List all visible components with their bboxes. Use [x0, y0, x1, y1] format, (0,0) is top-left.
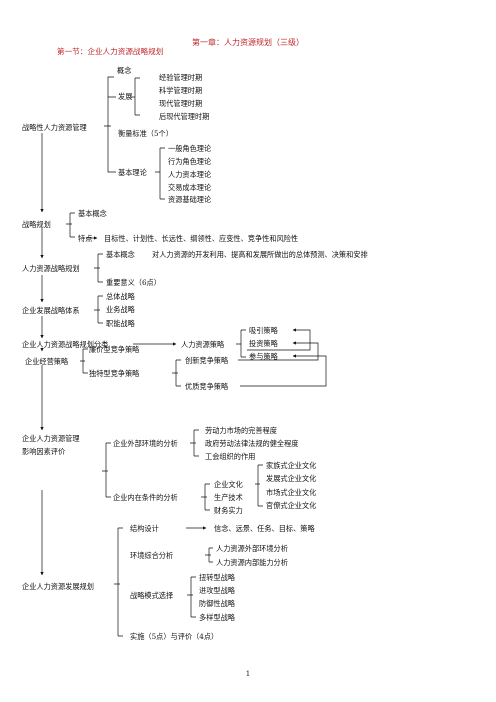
node-culture-family: 家族式企业文化 — [266, 461, 317, 470]
node-features-text: 目标性、计划性、长远性、纲领性、应变性、竞争性和风险性 — [104, 234, 299, 243]
node-s-defense: 防御性战略 — [199, 599, 235, 608]
node-stage-experience: 经验管理时期 — [159, 73, 203, 82]
node-overall-strategy: 总体战略 — [106, 292, 135, 301]
node-concept: 概念 — [117, 66, 132, 75]
node-s-diverse: 多样型战略 — [199, 613, 235, 622]
node-culture-market: 市场式企业文化 — [266, 488, 317, 497]
node-business-strategy: 业务战略 — [106, 305, 135, 314]
node-s-offense: 进攻型战略 — [199, 586, 235, 595]
node-innovation: 创新竞争策略 — [185, 356, 229, 365]
node-hr-internal-cap: 人力资源内部能力分析 — [216, 558, 288, 567]
node-ext-labor: 劳动力市场的完善程度 — [205, 426, 277, 435]
node-theory-behavior: 行为角色理论 — [168, 157, 212, 166]
node-hr-external-env: 人力资源外部环境分析 — [216, 544, 288, 553]
node-dev-strategy-system: 企业发展战略体系 — [22, 306, 80, 315]
node-corp-culture: 企业文化 — [214, 480, 243, 489]
node-env-analysis: 环境综合分析 — [130, 551, 174, 560]
page-number: 1 — [245, 670, 251, 678]
node-influence-eval-2: 影响因素评价 — [22, 447, 66, 456]
node-hr-strategic-planning: 人力资源战略规划 — [22, 264, 80, 273]
node-production-tech: 生产技术 — [214, 493, 243, 502]
section-title: 第一节：企业人力资源战略规划 — [57, 47, 164, 56]
node-quality: 优质竞争策略 — [185, 382, 229, 391]
node-structure-text: 信念、远景、任务、目标、策略 — [214, 524, 315, 533]
node-internal-analysis: 企业内在条件的分析 — [113, 493, 178, 502]
node-financial: 财务实力 — [214, 506, 243, 515]
node-influence-eval-1: 企业人力资源管理 — [22, 434, 80, 443]
node-hr-strategy: 人力资源策略 — [181, 340, 225, 349]
node-culture-bureau: 官僚式企业文化 — [266, 501, 317, 510]
node-strategy-choice: 战略模式选择 — [130, 591, 174, 600]
node-cost-leadership: 廉价型竞争策略 — [89, 345, 140, 354]
node-attract: 吸引策略 — [249, 326, 278, 335]
node-hr-concept-text: 对人力资源的开发利用、提高和发展所做出的总体预测、决策和安排 — [152, 250, 368, 259]
node-implement: 实施（5点）与评价（4点） — [130, 632, 219, 641]
node-features-label: 特点 — [78, 234, 93, 243]
node-ext-union: 工会组织的作用 — [205, 452, 256, 461]
node-structure-design: 结构设计 — [130, 524, 159, 533]
node-business-strategy-kind: 企业经营策略 — [25, 357, 69, 366]
node-theory-human-capital: 人力资本理论 — [168, 170, 212, 179]
node-s-expand: 扭转型战略 — [199, 573, 235, 582]
chapter-title: 第一章：人力资源规划（三级） — [192, 38, 304, 47]
node-basic-theory: 基本理论 — [118, 168, 147, 177]
node-participate: 参与策略 — [249, 352, 278, 361]
node-hr-dev-planning: 企业人力资源发展规划 — [22, 582, 94, 591]
node-measure: 衡量标准（5个） — [118, 129, 173, 138]
node-strategic-planning: 战略规划 — [22, 220, 51, 229]
node-hr-concept-label: 基本概念 — [106, 250, 135, 259]
node-culture-develop: 发展式企业文化 — [266, 474, 317, 483]
node-theory-resource: 资源基础理论 — [168, 195, 212, 204]
node-ext-policy: 政府劳动法律法规的健全程度 — [205, 439, 299, 448]
node-stage-modern: 现代管理时期 — [159, 99, 203, 108]
node-external-analysis: 企业外部环境的分析 — [113, 439, 178, 448]
node-development: 发展 — [118, 92, 133, 101]
node-basic-concept: 基本概念 — [78, 209, 107, 218]
node-hr-planning-class: 企业人力资源战略规划分类 — [22, 340, 109, 349]
node-invest: 投资策略 — [249, 339, 278, 348]
node-strategic-hrm: 战略性人力资源管理 — [22, 123, 87, 132]
node-stage-post-modern: 后现代管理时期 — [159, 112, 210, 121]
node-unique: 独特型竞争策略 — [89, 369, 140, 378]
node-importance: 重要意义（6点） — [106, 278, 161, 287]
node-theory-general: 一般角色理论 — [168, 144, 212, 153]
node-functional-strategy: 职能战略 — [106, 319, 135, 328]
node-stage-science: 科学管理时期 — [159, 86, 203, 95]
node-theory-transaction: 交易成本理论 — [168, 183, 212, 192]
